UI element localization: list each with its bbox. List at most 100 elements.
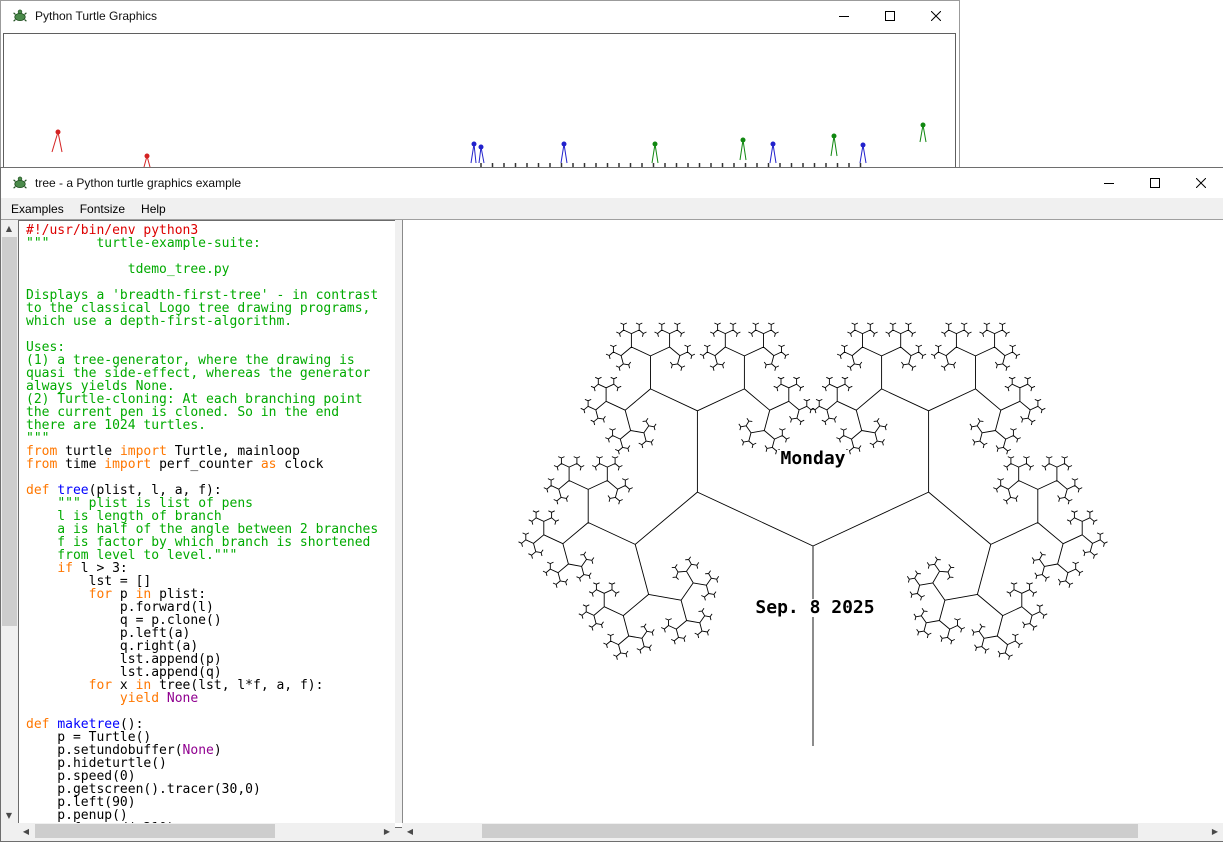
code-line: lst.append(p) [26,652,222,667]
code-line: p.forward(l) [26,600,214,615]
code-line: if l > 3: [57,561,128,576]
minimize-icon [839,16,849,17]
minimize-button[interactable] [1086,168,1132,198]
scroll-up-button[interactable]: ▲ [1,220,17,236]
scroll-left-button[interactable]: ◀ [18,823,34,839]
caption-buttons [821,1,959,31]
code-line: lst.append(q) [26,665,222,680]
left-arrow-icon: ◀ [406,826,414,836]
code-line: (1) a tree-generator, where the drawing … [26,353,355,368]
up-arrow-icon: ▲ [5,223,13,233]
maximize-icon [885,11,895,21]
bg-titlebar[interactable]: Python Turtle Graphics [1,1,959,31]
turtle-icon [13,9,27,22]
code-line: to the classical Logo tree drawing progr… [26,301,371,316]
code-line: a is half of the angle between 2 branche… [26,522,379,537]
canvas-hscrollbar[interactable]: ◀ ▶ [402,823,1223,839]
code-line: lst = [] [26,574,152,589]
bg-canvas-drawing [51,122,927,168]
code-line: q.right(a) [26,639,199,654]
code-line [26,328,403,341]
code-line: Displays a 'breadth-first-tree' - in con… [26,288,379,303]
turtle-marker [144,153,150,159]
hscroll-thumb[interactable] [482,824,1138,838]
code-line: def maketree(): [26,717,144,732]
code-line: from turtle import Turtle, mainloop [26,444,300,459]
close-button[interactable] [913,1,959,31]
code-line: yield None [119,691,199,706]
code-line: (2) Turtle-cloning: At each branching po… [26,392,363,407]
pane-sash[interactable] [395,220,402,823]
right-arrow-icon: ▶ [1211,826,1219,836]
right-arrow-icon: ▶ [383,826,391,836]
menu-item-help[interactable]: Help [141,201,166,216]
turtle-icon [13,176,27,189]
code-line: p = Turtle() [26,730,152,745]
turtle-marker [478,144,484,150]
code-line: p.setundobuffer(None) [26,743,222,758]
code-line: p.left(a) [26,626,191,641]
maximize-icon [1150,178,1160,188]
menu-item-fontsize[interactable]: Fontsize [79,201,126,216]
caption-buttons [1086,168,1223,198]
maximize-button[interactable] [1132,168,1178,198]
code-line: f is factor by which branch is shortened [26,535,371,550]
turtle-marker [471,141,477,147]
code-line: def tree(plist, l, a, f): [26,483,222,498]
turtle-marker [55,129,61,135]
code-line: for p in plist: [88,587,207,602]
code-line: tdemo_tree.py [26,262,230,277]
code-line: #!/usr/bin/env python3 [26,223,199,238]
tree-demo-window: tree - a Python turtle graphics example … [0,167,1223,842]
code-line: """ [26,431,50,446]
vscroll-thumb[interactable] [2,237,17,626]
turtle-marker [860,142,866,148]
turtle-marker [831,133,837,139]
maximize-button[interactable] [867,1,913,31]
code-line: p.penup() [26,808,128,823]
scroll-right-button[interactable]: ▶ [1207,823,1223,839]
code-line: q = p.clone() [26,613,222,628]
turtle-marker [740,137,746,143]
turtle-marker [770,141,776,147]
code-line: p.left(90) [26,795,136,810]
code-line: p.getscreen().tracer(30,0) [26,782,261,797]
code-line: for x in tree(lst, l*f, a, f): [88,678,324,693]
canvas-label: Monday [780,448,845,469]
code-line: from time import perf_counter as clock [26,457,324,472]
turtle-marker [920,122,926,128]
code-line: always yields None. [26,379,175,394]
menu-bar: Examples Fontsize Help [1,198,1223,219]
turtle-marker [561,141,567,147]
minimize-icon [1104,183,1114,184]
hscroll-thumb[interactable] [35,824,275,838]
code-line: Uses: [26,340,66,355]
code-vscrollbar[interactable]: ▲ ▼ [1,220,18,823]
code-editor[interactable]: #!/usr/bin/env python3""" turtle-example… [18,220,404,828]
code-line: the current pen is cloned. So in the end [26,405,340,420]
left-arrow-icon: ◀ [22,826,30,836]
close-button[interactable] [1178,168,1223,198]
code-hscrollbar[interactable]: ◀ ▶ [18,823,395,839]
minimize-button[interactable] [821,1,867,31]
code-line: p.hideturtle() [26,756,167,771]
code-line: there are 1024 turtles. [26,418,207,433]
down-arrow-icon: ▼ [5,810,13,820]
code-line: """ turtle-example-suite: [26,236,261,251]
tick-marks [480,163,862,167]
scroll-right-button[interactable]: ▶ [379,823,395,839]
fg-titlebar[interactable]: tree - a Python turtle graphics example [1,168,1223,198]
scroll-down-button[interactable]: ▼ [1,807,17,823]
close-icon [1196,178,1206,188]
close-icon [931,11,941,21]
code-line: which use a depth-first-algorithm. [26,314,293,329]
menu-item-examples[interactable]: Examples [11,201,64,216]
window-title: tree - a Python turtle graphics example [35,176,242,190]
window-title: Python Turtle Graphics [35,9,158,23]
code-line: """ plist is list of pens [57,496,253,511]
content-separator [1,219,1223,220]
code-line: from level to level.""" [26,548,238,563]
scroll-left-button[interactable]: ◀ [402,823,418,839]
